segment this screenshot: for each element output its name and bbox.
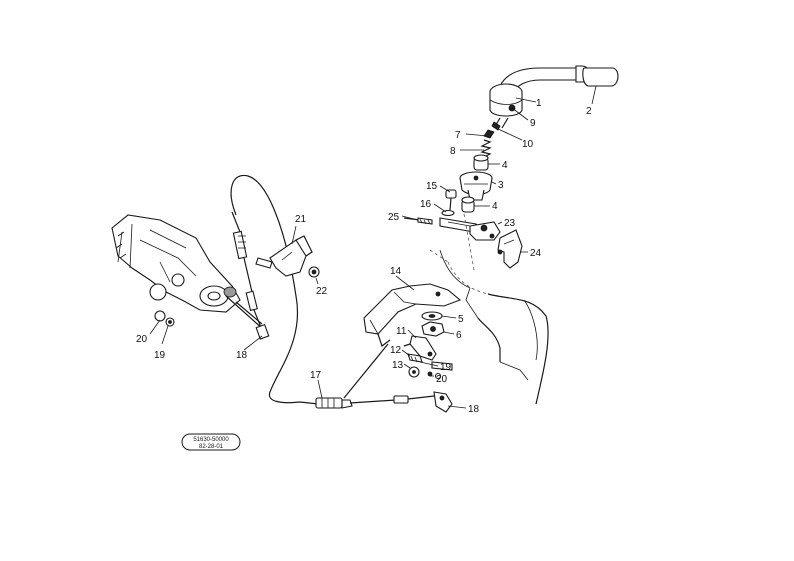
callout-25: 25	[388, 212, 400, 223]
nut-left	[154, 310, 175, 327]
catalog-stamp: 51630-50000 82-28-01	[181, 433, 241, 451]
callout-8: 8	[450, 146, 456, 157]
nut-13	[408, 366, 420, 378]
transmission-housing	[111, 214, 265, 331]
callout-24: 24	[530, 248, 542, 259]
callout-23: 23	[504, 218, 516, 229]
body-panel	[429, 213, 549, 405]
callout-3: 3	[498, 180, 504, 191]
lever-11	[403, 335, 437, 361]
spring-8	[480, 129, 495, 159]
callout-18-left: 18	[236, 350, 248, 361]
bracket-21	[255, 235, 320, 278]
callout-18-right: 18	[468, 404, 480, 415]
callout-20-right: 20	[436, 374, 448, 385]
callout-16: 16	[420, 199, 432, 210]
callout-20-left: 20	[136, 334, 148, 345]
leader-lines	[149, 85, 597, 409]
cable-17	[299, 343, 453, 413]
clip-12	[407, 353, 423, 363]
callout-4-upper: 4	[502, 160, 508, 171]
callout-7: 7	[455, 130, 461, 141]
callout-5: 5	[458, 314, 464, 325]
callout-22: 22	[316, 286, 328, 297]
bracket-14	[363, 283, 462, 347]
callout-9: 9	[530, 118, 536, 129]
callout-4-lower: 4	[492, 201, 498, 212]
callout-2: 2	[586, 106, 592, 117]
bushing-4-upper	[473, 154, 489, 171]
bracket-24	[497, 229, 523, 269]
callout-10: 10	[522, 139, 534, 150]
callout-14: 14	[390, 266, 402, 277]
nut-6	[421, 321, 445, 337]
callout-19-left: 19	[154, 350, 166, 361]
washer-5	[421, 311, 443, 321]
callout-11: 11	[396, 326, 407, 337]
callout-6: 6	[456, 330, 462, 341]
housing-3	[459, 171, 493, 201]
gear-lever	[489, 65, 619, 131]
callout-13: 13	[392, 360, 404, 371]
bushing-4-lower	[461, 196, 475, 213]
cable-21	[230, 174, 301, 404]
callout-19-right: 19	[440, 362, 452, 373]
callout-21: 21	[295, 214, 307, 225]
callout-labels: 1 2 9 7 10 8 4 3 15 16 4 25 23 24 21 22 …	[136, 98, 592, 415]
callout-1: 1	[536, 98, 542, 109]
stamp-line-1: 51630-50000	[193, 437, 229, 443]
bolt-15	[441, 189, 457, 217]
callout-17: 17	[310, 370, 322, 381]
shift-arm-23	[439, 217, 501, 241]
callout-15: 15	[426, 181, 438, 192]
pin-19-20	[427, 361, 453, 380]
pin-25	[403, 217, 433, 225]
stamp-line-2: 82-28-01	[199, 444, 224, 450]
callout-12: 12	[390, 345, 402, 356]
